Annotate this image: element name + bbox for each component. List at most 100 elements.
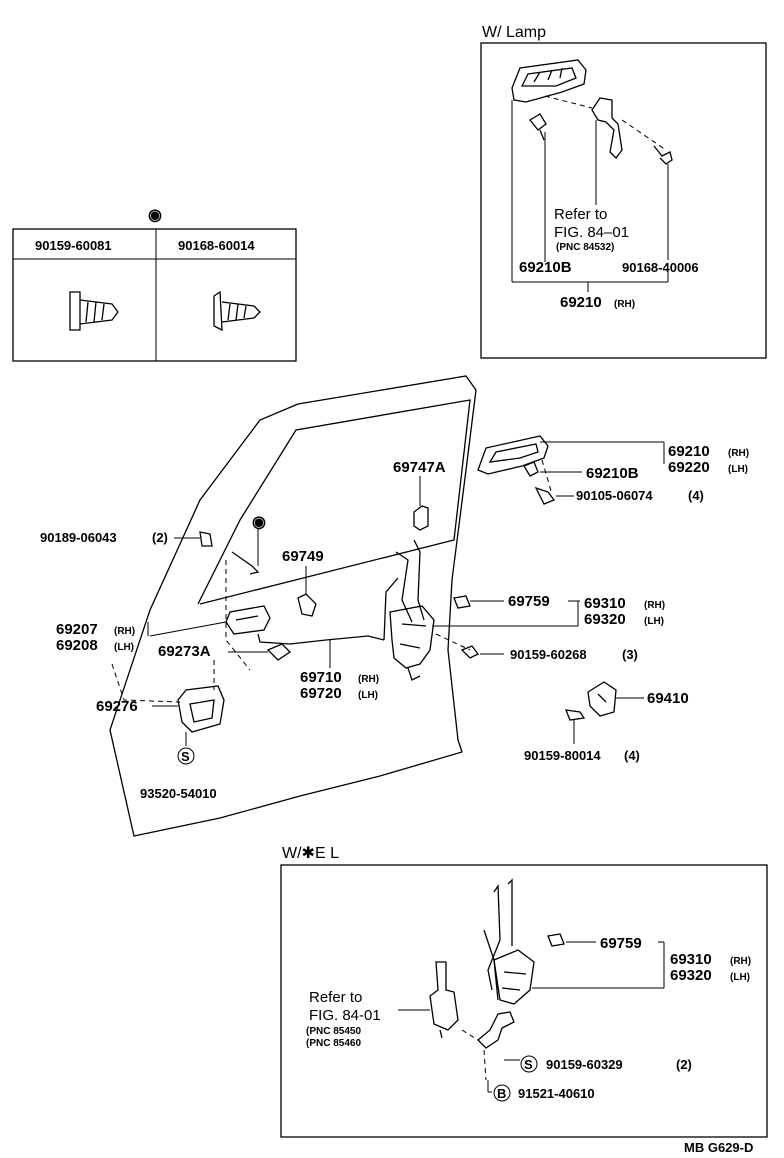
lamp-dash-2 <box>621 119 667 151</box>
fastener-symbol: ◉ <box>148 207 162 224</box>
fastener-col1-drawing <box>69 291 119 331</box>
main-dash-4 <box>435 633 471 651</box>
el-label-90159-60329: 90159-60329 <box>546 1057 623 1072</box>
label-90159-80014: 90159-80014 <box>524 748 601 763</box>
el-label-91521: 91521-40610 <box>518 1086 595 1101</box>
el-ref-line2: FIG. 84-01 <box>309 1007 381 1024</box>
label-69210: 69210 <box>668 443 710 460</box>
el-label-sym-b: B <box>497 1086 506 1101</box>
lock-rods-drawing <box>383 539 425 641</box>
fastener-col2-header: 90168-60014 <box>178 238 255 253</box>
label-93520: 93520-54010 <box>140 786 217 801</box>
label-69310: 69310 <box>584 595 626 612</box>
handle-screw-drawing <box>523 461 556 505</box>
clip-69747A-drawing <box>413 505 429 531</box>
label-69720: 69720 <box>300 685 342 702</box>
diagram-code: MB G629-D <box>684 1140 753 1155</box>
label-69759: 69759 <box>508 593 550 610</box>
label-69410: 69410 <box>647 690 689 707</box>
label-90159-60268: 90159-60268 <box>510 647 587 662</box>
label-69208: 69208 <box>56 637 98 654</box>
fastener-col2-drawing <box>213 290 261 332</box>
label-90159-80014-qty: (4) <box>624 748 640 763</box>
el-clip-drawing <box>547 933 565 947</box>
label-90105-qty: (4) <box>688 488 704 503</box>
door-window-inner <box>197 399 471 605</box>
el-ref-line4: (PNC 85460 <box>306 1038 361 1049</box>
el-label-69320: 69320 <box>670 967 712 984</box>
fastener-table: ◉ 90159-60081 90168-60014 <box>12 207 297 362</box>
label-69207: 69207 <box>56 621 98 638</box>
label-69710-side: (RH) <box>358 674 379 685</box>
el-symbol-b-circle <box>493 1084 511 1102</box>
label-69220-side: (LH) <box>728 464 748 475</box>
door-outline <box>109 375 477 837</box>
inside-handle-drawing <box>225 605 271 635</box>
el-box: W/✱E L Refer to FIG. 84-01 (PNC 85450 (P… <box>280 845 768 1138</box>
clip-69759-drawing <box>453 595 471 609</box>
main-fastener-symbol: ◉ <box>252 514 266 531</box>
el-dash-1 <box>461 1029 479 1041</box>
striker-69410-drawing <box>587 681 617 717</box>
main-dash-2 <box>111 663 181 703</box>
label-90189: 90189-06043 <box>40 530 117 545</box>
leader-69207 <box>149 621 227 637</box>
lamp-part-90168-40006: 90168-40006 <box>622 260 699 275</box>
label-69210B: 69210B <box>586 465 639 482</box>
lamp-ref-line3: (PNC 84532) <box>556 242 614 253</box>
label-69207-side: (RH) <box>114 626 135 637</box>
label-69749: 69749 <box>282 548 324 565</box>
el-label-sym-s: S <box>524 1057 533 1072</box>
label-sym-s: S <box>181 749 190 764</box>
lamp-handle-drawing <box>511 59 587 103</box>
el-label-90159-60329-qty: (2) <box>676 1057 692 1072</box>
lamp-dash-1 <box>544 95 593 109</box>
lamp-part-69210: 69210 <box>560 294 602 311</box>
lamp-box-frame <box>480 42 767 359</box>
screw-90159-60268-drawing <box>460 645 479 659</box>
lamp-bracket-drawing <box>591 97 623 159</box>
el-dash-2 <box>483 1049 487 1081</box>
lamp-screw-left-drawing <box>529 113 547 141</box>
lamp-part-69210-side: (RH) <box>614 299 635 310</box>
lamp-box-title: W/ Lamp <box>482 24 546 41</box>
part-69749-drawing <box>297 593 317 617</box>
clip-69273A-drawing <box>266 643 292 661</box>
control-link-drawing <box>257 633 385 645</box>
label-69208-side: (LH) <box>114 642 134 653</box>
outside-handle-drawing <box>477 435 549 475</box>
label-69276: 69276 <box>96 698 138 715</box>
el-ref-line1: Refer to <box>309 989 362 1006</box>
label-90105: 90105-06074 <box>576 488 653 503</box>
el-bracket-drawing <box>477 1011 515 1049</box>
label-69310-side: (RH) <box>644 600 665 611</box>
lamp-screw-right-drawing <box>653 145 673 165</box>
main-dash-1 <box>225 560 251 671</box>
label-69273A: 69273A <box>158 643 211 660</box>
lock-assembly-drawing <box>389 605 435 681</box>
label-69320-side: (LH) <box>644 616 664 627</box>
screw-90159-80014-drawing <box>564 709 586 721</box>
lamp-ref-line1: Refer to <box>554 206 607 223</box>
label-69710: 69710 <box>300 669 342 686</box>
main-dash-5 <box>541 459 553 495</box>
label-90159-60268-qty: (3) <box>622 647 638 662</box>
label-69320: 69320 <box>584 611 626 628</box>
fastener-table-frame <box>12 228 297 362</box>
bezel-69276-drawing <box>177 685 225 733</box>
label-69720-side: (LH) <box>358 690 378 701</box>
el-label-69759: 69759 <box>600 935 642 952</box>
el-label-69320-side: (LH) <box>730 972 750 983</box>
label-69210-side: (RH) <box>728 448 749 459</box>
el-rods-drawing <box>483 878 513 1001</box>
fastener-col1-header: 90159-60081 <box>35 238 112 253</box>
el-box-title: W/✱E L <box>282 845 339 862</box>
label-69220: 69220 <box>668 459 710 476</box>
lamp-ref-line2: FIG. 84–01 <box>554 224 629 241</box>
lamp-box: W/ Lamp Refer to FIG. 84–01 (PNC 84532) … <box>480 24 767 359</box>
el-lock-drawing <box>493 949 535 1005</box>
main-assembly: ◉ 69747A 69210 (RH) 69220 (LH) 69210B 90… <box>40 375 749 837</box>
screw-90189-drawing <box>199 531 260 575</box>
el-box-frame <box>280 864 768 1138</box>
